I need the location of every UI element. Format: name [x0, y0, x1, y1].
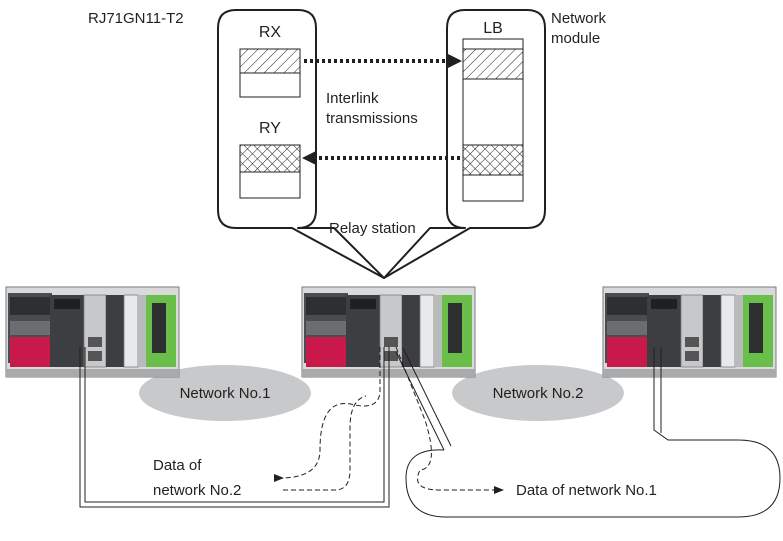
ry-crosshatched-area: [239, 144, 301, 173]
data-net1-path: [395, 346, 504, 494]
data-net2-label-line2: network No.2: [153, 482, 241, 499]
lb-to-ry-arrowhead: [302, 151, 316, 165]
network-1-cable: [79, 347, 390, 508]
lb-label: LB: [483, 20, 503, 37]
network-2-ellipse: [452, 365, 624, 421]
plc-station-left: [5, 286, 180, 378]
interlink-label-line1: Interlink: [326, 90, 379, 107]
network-2-cable: [395, 347, 452, 451]
lb-crosshatched-area: [462, 144, 524, 176]
network-2-cable-loop: [405, 347, 781, 518]
data-net1-label: Data of network No.1: [516, 482, 657, 499]
interlink-label-line2: transmissions: [326, 110, 418, 127]
rx-label: RX: [259, 24, 282, 41]
ry-label: RY: [259, 120, 281, 137]
plc-station-right: [602, 286, 777, 378]
rx-to-lb-arrowhead: [448, 54, 462, 68]
network-1-ellipse: [139, 365, 311, 421]
rx-hatched-area: [239, 48, 301, 74]
lb-hatched-area: [462, 48, 524, 80]
relay-station-label: Relay station: [329, 220, 416, 237]
data-net2-label-line1: Data of: [153, 457, 202, 474]
module-name-label: RJ71GN11-T2: [88, 10, 184, 27]
network-1-label: Network No.1: [180, 385, 271, 402]
network-module-label-line2: module: [551, 30, 600, 47]
data-net2-start: [283, 395, 367, 491]
network-2-label: Network No.2: [493, 385, 584, 402]
data-net2-path: [274, 347, 381, 482]
network-module-label-line1: Network: [551, 10, 607, 27]
